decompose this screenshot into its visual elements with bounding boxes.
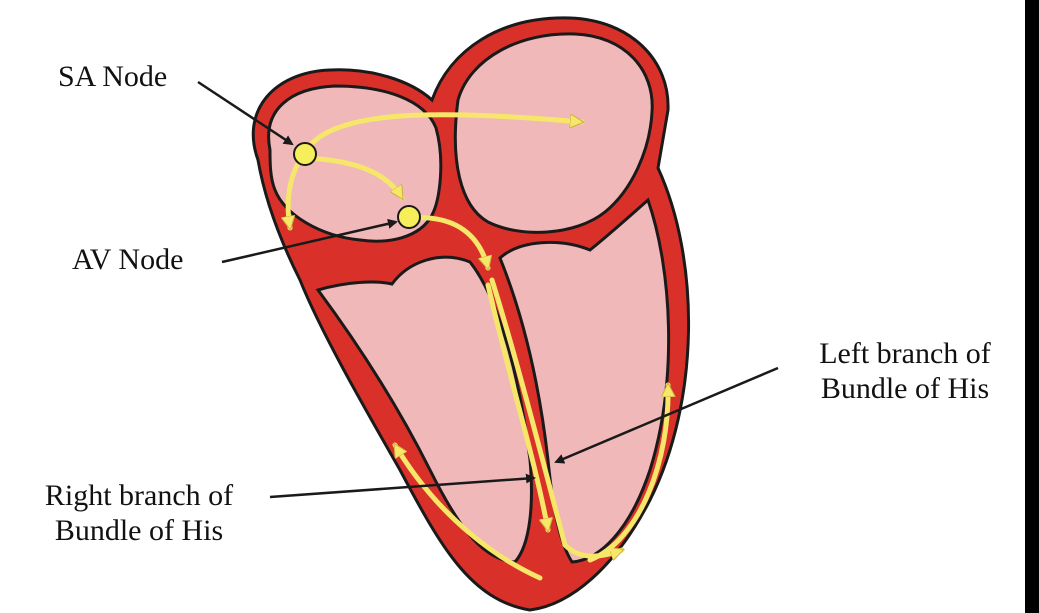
av-node-marker (398, 206, 420, 228)
left-branch-label-line2: Bundle of His (780, 371, 1030, 406)
right-branch-label-line2: Bundle of His (8, 513, 270, 548)
right-branch-label-line1: Right branch of (8, 478, 270, 513)
left-branch-label-line1: Left branch of (780, 336, 1030, 371)
right-branch-label: Right branch of Bundle of His (8, 478, 270, 549)
sa-node-marker (294, 143, 316, 165)
av-node-label: AV Node (72, 245, 183, 275)
sa-node-label: SA Node (58, 62, 167, 92)
left-branch-label: Left branch of Bundle of His (780, 336, 1030, 407)
frame-edge (1025, 0, 1039, 613)
